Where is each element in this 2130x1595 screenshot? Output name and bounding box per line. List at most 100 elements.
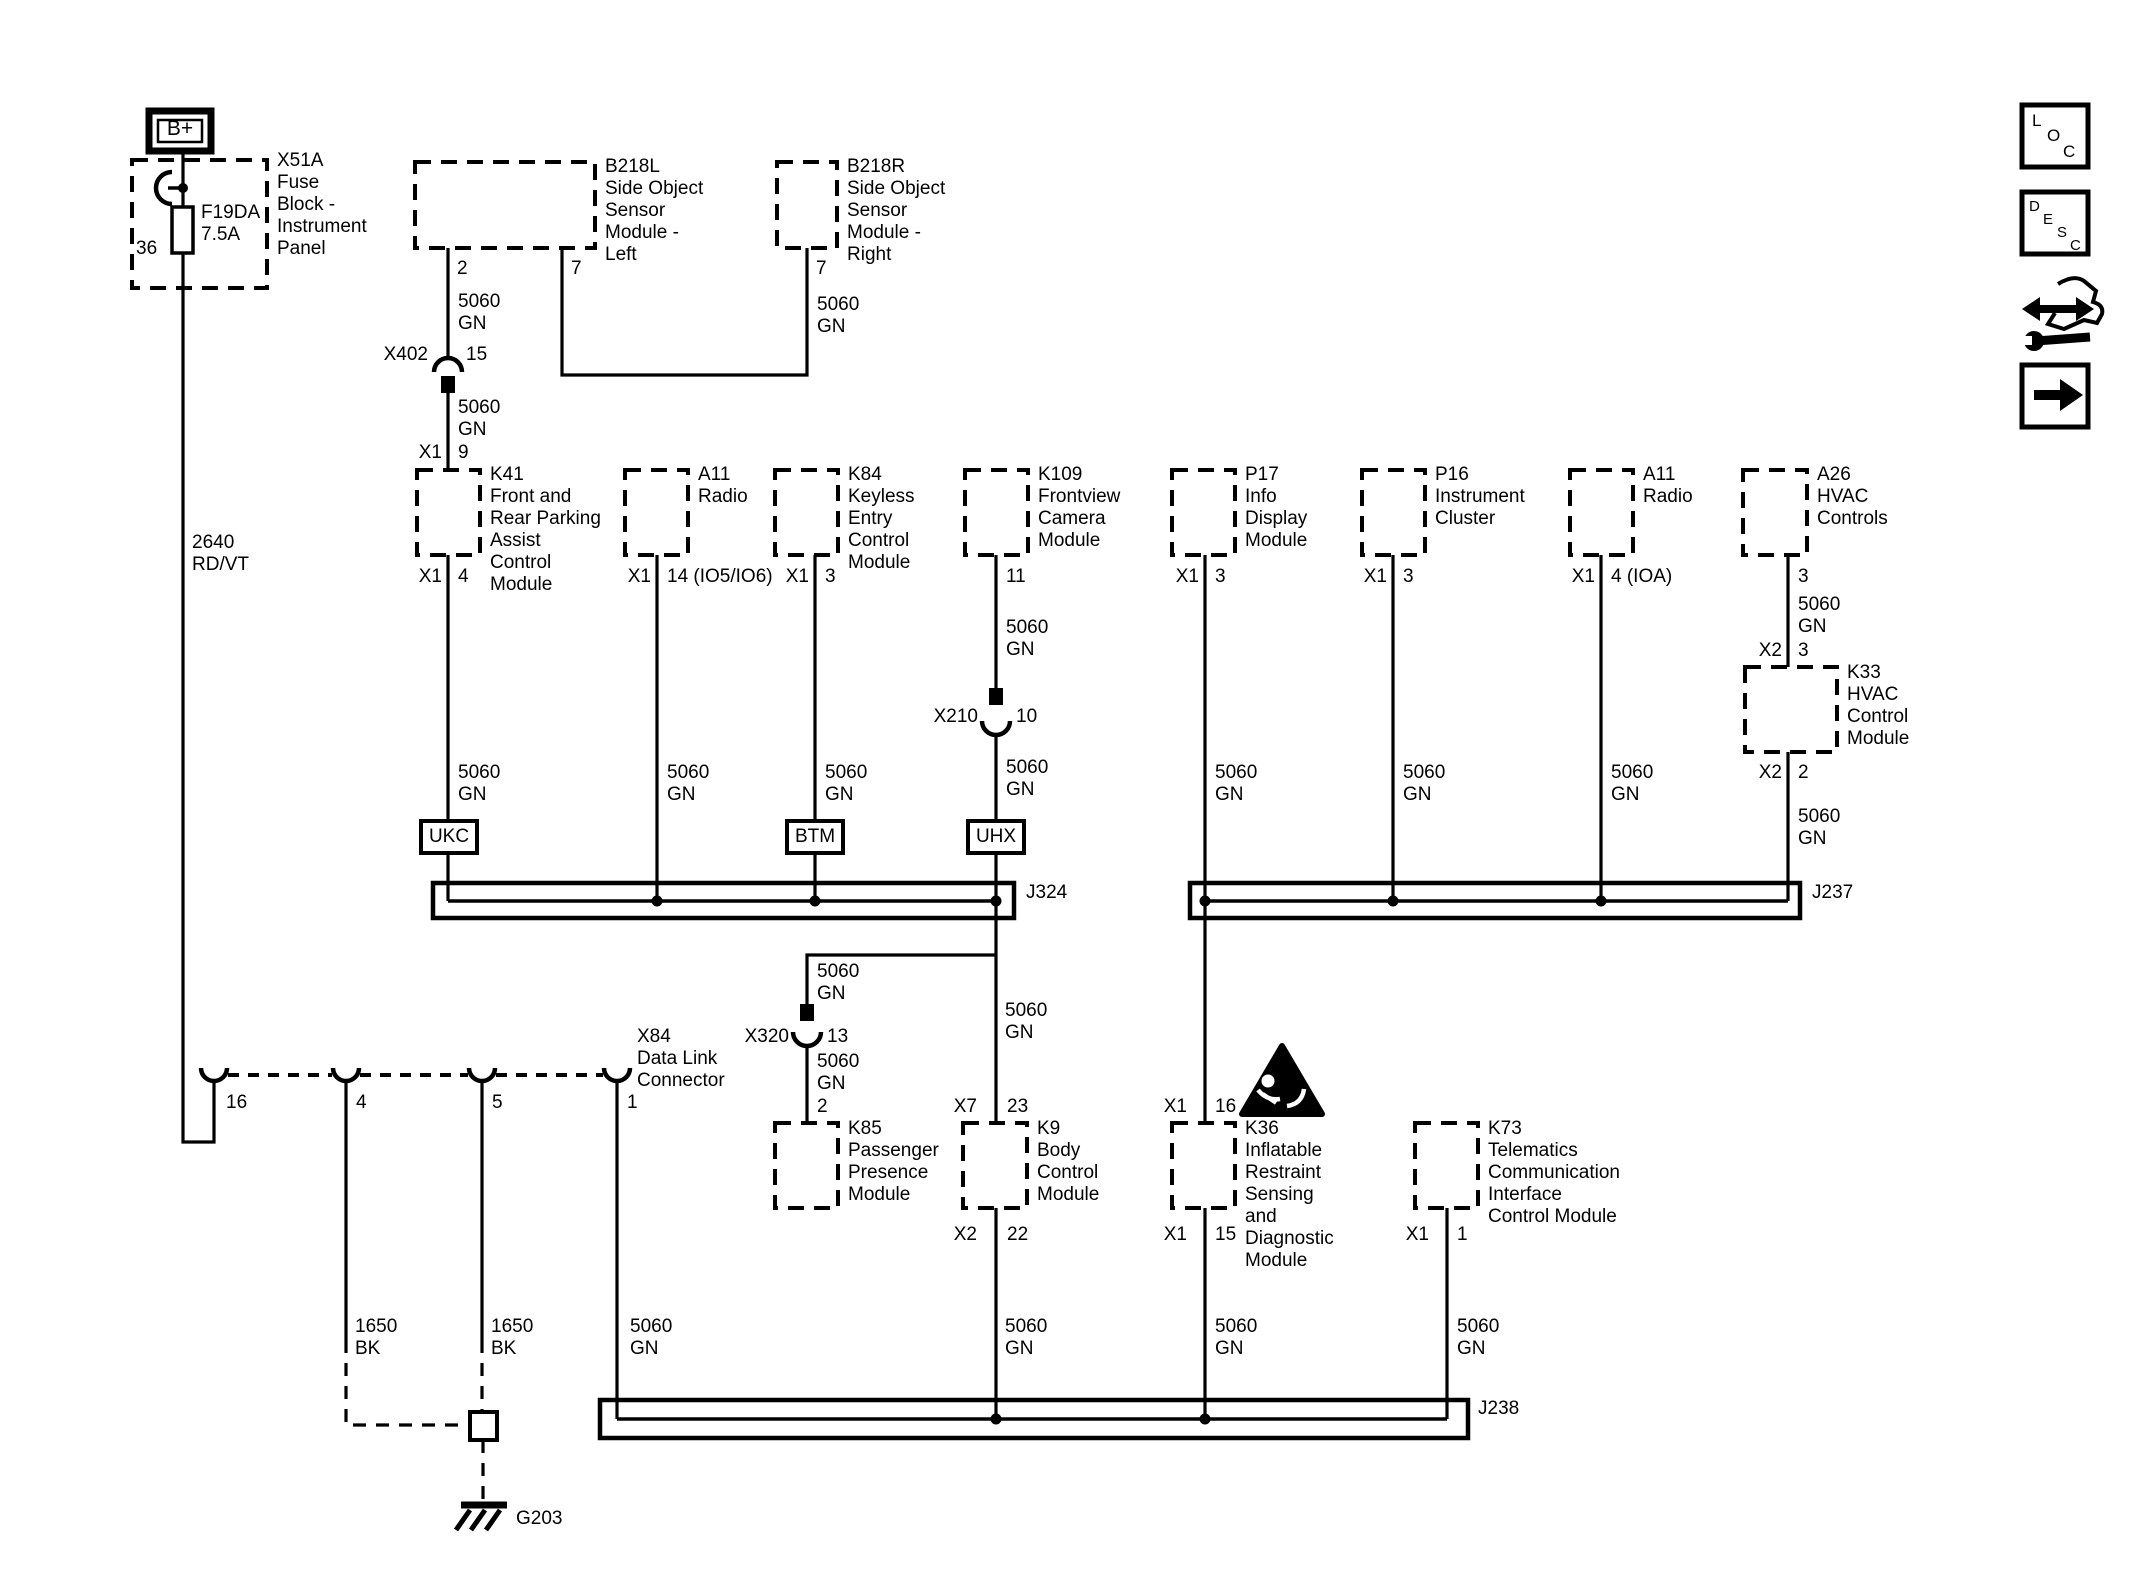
conn-label: X2 (1758, 640, 1782, 661)
fuse-pin-label: 36 (136, 238, 158, 259)
wire-code-label: 5060 GN (458, 762, 501, 805)
fuse-symbol (170, 205, 195, 255)
a11-right-box (1568, 468, 1635, 557)
component-boxes (130, 158, 1839, 1210)
pin-label: 3 (1215, 566, 1226, 587)
right-arrow-icon (2034, 379, 2083, 411)
wire-code-label: 5060 GN (825, 762, 868, 805)
p17-box (1170, 468, 1237, 557)
b218r-box (775, 160, 839, 250)
desc-button-box[interactable] (2019, 189, 2091, 257)
module-label-a11-left: A11 Radio (698, 464, 748, 507)
fuse-block-label: X51A Fuse Block - Instrument Panel (277, 150, 367, 259)
wire-code-label: 5060 GN (1005, 1316, 1048, 1359)
k85-box (773, 1121, 840, 1210)
module-label-p17: P17 Info Display Module (1245, 464, 1308, 551)
module-label-k36: K36 Inflatable Restraint Sensing and Dia… (1245, 1118, 1334, 1271)
pin-label: 7 (571, 258, 582, 279)
pin-label: 14 (IO5/IO6) (667, 566, 773, 587)
pin-label: 11 (1006, 566, 1026, 587)
pin-label: 3 (1798, 566, 1809, 587)
dlc-connector-cups (198, 1067, 633, 1084)
wire-code-label: 1650 BK (491, 1316, 534, 1359)
bus-label-j238: J238 (1478, 1398, 1520, 1419)
conn-label: X2 (953, 1224, 977, 1245)
wire-code-label: 5060 GN (1798, 594, 1841, 637)
ground-splice-square (468, 1410, 499, 1442)
loc-icon: C (2063, 142, 2076, 161)
network-tap-boxes (419, 819, 1026, 855)
desc-icon: C (2070, 237, 2081, 254)
module-label-k33: K33 HVAC Control Module (1847, 662, 1910, 749)
dlc-pin16-cup (198, 1067, 230, 1084)
loc-icon: O (2047, 126, 2061, 145)
next-arrow-button[interactable] (2019, 362, 2091, 430)
battery-terminal (145, 107, 215, 155)
conn-label: X1 (627, 566, 651, 587)
wire-code-label: 5060 GN (1611, 762, 1654, 805)
wire-code-label: 5060 GN (1457, 1316, 1500, 1359)
k109-box (963, 468, 1030, 557)
module-label-k85: K85 Passenger Presence Module (848, 1118, 939, 1205)
conn-label: X1 (418, 566, 442, 587)
dlc-label: X84 Data Link Connector (637, 1026, 725, 1091)
battery-feed-wire (181, 152, 216, 1144)
pin-label: 1 (1457, 1224, 1468, 1245)
k33-box (1743, 665, 1839, 754)
pin-label: 3 (1403, 566, 1414, 587)
loc-button-box[interactable] (2019, 102, 2091, 170)
splice-label-x402: X402 (383, 344, 428, 365)
conn-label: X1 (1405, 1224, 1429, 1245)
tap-label-ukc: UKC (428, 826, 470, 847)
dlc-pin1-cup (601, 1067, 633, 1084)
wire-code-label: 5060 GN (1215, 762, 1258, 805)
repair-instructions-icon[interactable] (2020, 276, 2105, 351)
pin-label: 4 (IOA) (1611, 566, 1673, 587)
pin-label: 16 (1215, 1096, 1237, 1117)
pin-label: 2 (817, 1096, 828, 1117)
k84-box (773, 468, 840, 557)
b218l-b218r-link-wire (560, 248, 809, 377)
wire-code-label: 5060 GN (1005, 1000, 1048, 1043)
k36-box (1170, 1121, 1237, 1210)
ground-label: G203 (516, 1508, 563, 1529)
ukc-tap-box (419, 819, 479, 855)
module-label-k73: K73 Telematics Communication Interface C… (1488, 1118, 1620, 1227)
pin-label: 2 (457, 258, 468, 279)
module-label-k9: K9 Body Control Module (1037, 1118, 1100, 1205)
pin-label: 15 (1215, 1224, 1237, 1245)
pin-label: 1 (627, 1092, 638, 1113)
dlc-pin4-cup (330, 1067, 362, 1084)
pin-label: 7 (816, 258, 827, 279)
splice-pin-label: 13 (827, 1026, 849, 1047)
module-label-a11-right: A11 Radio (1643, 464, 1693, 507)
p16-box (1360, 468, 1427, 557)
wire-code-label: 5060 GN (458, 397, 501, 440)
loc-icon: L (2032, 111, 2042, 130)
desc-icon: S (2057, 224, 2068, 241)
fuse-block-box (130, 158, 269, 290)
x402-connector-symbol (431, 355, 465, 393)
pin-label: 5 (492, 1092, 503, 1113)
bus-label-j324: J324 (1026, 882, 1068, 903)
btm-tap-box (785, 819, 845, 855)
a26-box (1741, 468, 1809, 557)
pin-label: 4 (458, 566, 469, 587)
pin-label: 3 (1798, 640, 1809, 661)
junction-dots (651, 895, 1607, 1425)
fuse-label: F19DA 7.5A (201, 202, 261, 245)
conn-label: X1 (1163, 1096, 1187, 1117)
module-label-b218r: B218R Side Object Sensor Module - Right (847, 156, 946, 265)
splice-label-x210: X210 (933, 706, 978, 727)
pin-label: 23 (1007, 1096, 1029, 1117)
k73-box (1413, 1121, 1480, 1210)
hidden-wires (344, 1340, 485, 1502)
serial-data-wires (181, 152, 1790, 1419)
conn-label: X1 (1571, 566, 1595, 587)
ground-symbol (453, 1501, 507, 1532)
conn-label: X1 (1363, 566, 1387, 587)
x320-connector-symbol (790, 1004, 824, 1049)
pin-label: 16 (226, 1092, 248, 1113)
